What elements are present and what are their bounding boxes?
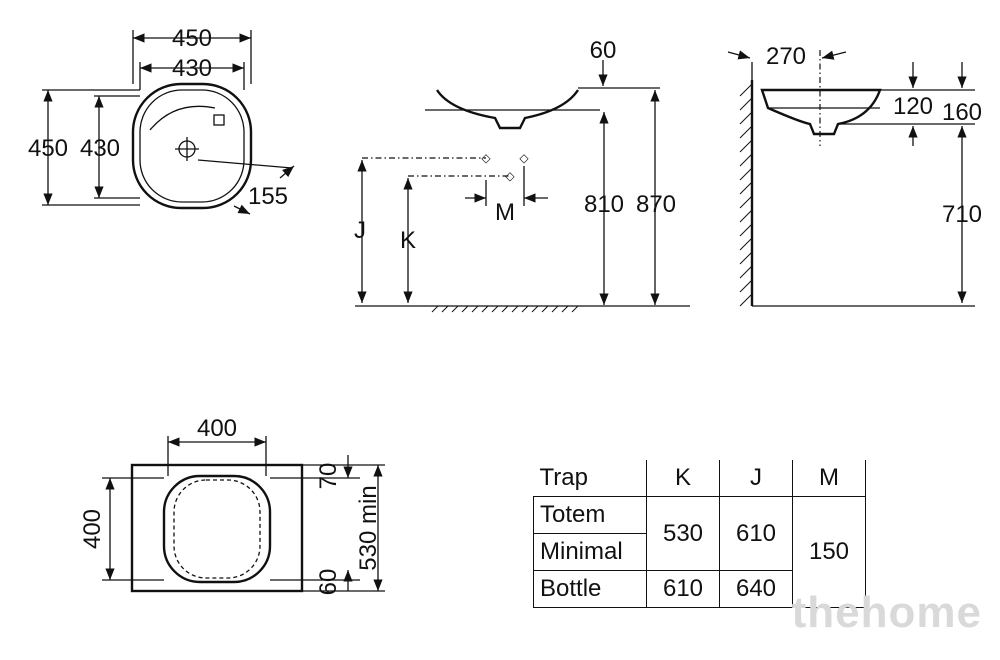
dim-530-min: 530 min [355,485,382,570]
dim-160: 160 [942,99,982,126]
dim-120: 120 [893,93,933,120]
dim-cutout-depth: 400 [79,509,106,549]
dim-430-depth: 430 [80,135,120,162]
header-k: K [646,460,720,497]
cutout-view: 400 400 70 60 530 min [79,415,385,595]
dim-450-width: 450 [172,25,212,52]
dim-cutout-width: 400 [197,415,237,442]
svg-text:◇: ◇ [519,151,529,165]
top-view: 450 430 450 430 155 [28,25,295,215]
table-row: Totem 530 610 150 [533,496,866,608]
cell-k-bottle: 610 [646,570,720,608]
dim-margin-70: 70 [315,463,342,490]
countertop [130,463,304,593]
dim-430-width: 430 [172,55,212,82]
cell-j-bottle: 640 [719,570,793,608]
table-header-row: Trap K J M [533,460,866,497]
dim-710: 710 [942,201,982,228]
row-trap-minimal: Minimal [533,533,647,571]
basin-profile-side [760,88,882,136]
trap-table: Trap K J M Totem 530 610 150 Minimal Bot… [533,460,866,608]
basin-outline-outer [131,82,253,210]
cell-m-all: 150 [792,496,866,608]
svg-text:◇: ◇ [505,169,515,183]
side-view: 270 120 160 710 [727,43,982,307]
row-trap-totem: Totem [533,496,647,534]
wall-hatch [739,83,753,307]
svg-text:◇: ◇ [481,151,491,165]
dim-450-depth: 450 [28,135,68,162]
dim-270: 270 [766,43,806,70]
cell-k-totem-minimal: 530 [646,496,720,571]
dim-810: 810 [584,191,624,218]
label-k: K [400,227,416,254]
cutout-opening [162,474,272,584]
tap-hole-icon [213,114,225,126]
label-j: J [354,217,366,244]
dim-60-rim: 60 [590,37,617,64]
basin-outline-inner [139,89,245,203]
table-row: Bottle 610 640 [533,570,866,608]
watermark-logo: thehome [791,588,982,637]
header-j: J [719,460,793,497]
header-trap: Trap [533,460,647,497]
basin-outline-dashed [173,479,261,579]
label-m: M [495,199,515,226]
cell-j-totem-minimal: 610 [719,496,793,571]
floor-hatch-front [431,305,579,313]
dim-margin-60: 60 [315,569,342,596]
basin-profile-front [435,89,580,130]
row-trap-bottle: Bottle [533,570,647,608]
front-view: 60 810 870 J K ◇ ◇ ◇ M [354,37,690,313]
table-row: Minimal [533,533,866,571]
header-m: M [792,460,866,497]
dim-155: 155 [248,183,288,210]
dim-870: 870 [636,191,676,218]
